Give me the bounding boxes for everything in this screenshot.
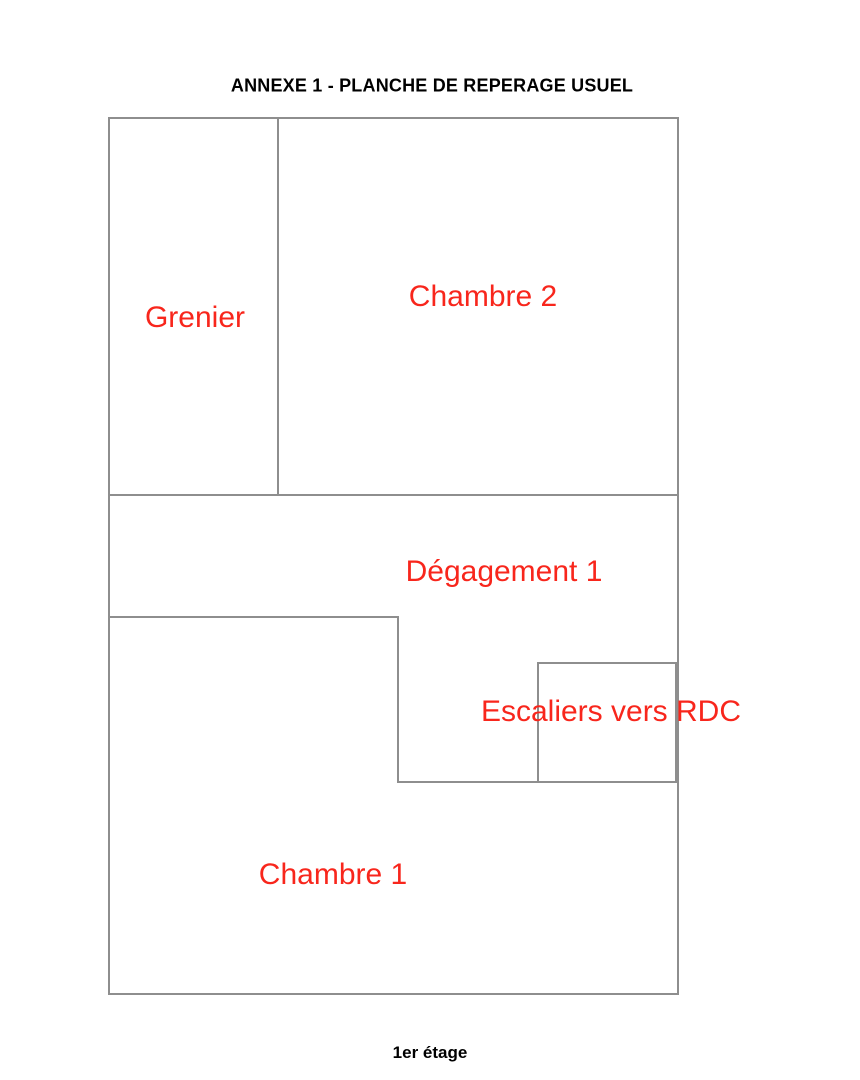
floor-plan-outer-wall [108,117,679,995]
room-label-degagement-1: Dégagement 1 [405,555,603,588]
page-title: ANNEXE 1 - PLANCHE DE REPERAGE USUEL [230,75,634,96]
room-label-grenier: Grenier [144,301,246,334]
room-region-chambre-1 [110,618,397,993]
floor-caption: 1er étage [392,1043,468,1062]
wall-chambre1-side [397,616,399,783]
room-label-chambre-2: Chambre 2 [408,280,558,313]
room-label-chambre-1: Chambre 1 [258,858,408,891]
stairs-box-outline [537,662,677,783]
wall-grenier-chambre2-divider [277,117,279,495]
room-label-escaliers-vers-rdc: Escaliers vers RDC [480,695,742,728]
wall-degagement-top [108,494,679,496]
wall-chambre1-top [108,616,399,618]
